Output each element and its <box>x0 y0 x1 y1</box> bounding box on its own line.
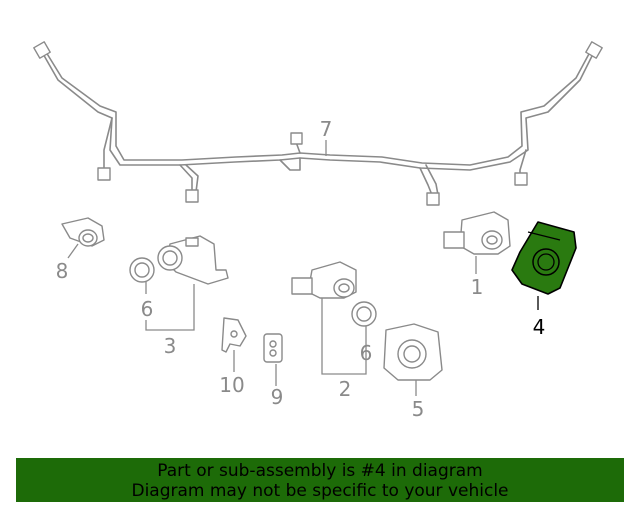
label-part-6-right: 6 <box>360 341 373 365</box>
leader-lines <box>67 140 539 396</box>
label-part-1: 1 <box>471 275 484 299</box>
label-part-10: 10 <box>219 373 244 397</box>
sensor-part-2[interactable] <box>291 261 357 299</box>
sensor-part-3[interactable] <box>157 235 229 285</box>
label-part-7: 7 <box>320 117 333 141</box>
grommet-part-6-right[interactable] <box>351 301 377 327</box>
clip-part-10[interactable] <box>221 317 247 353</box>
clip-part-9[interactable] <box>263 333 283 363</box>
label-part-4: 4 <box>533 315 546 339</box>
wire-harness-part-7[interactable] <box>33 41 603 206</box>
label-part-5: 5 <box>412 397 425 421</box>
label-part-2: 2 <box>339 377 352 401</box>
banner-line-2: Diagram may not be specific to your vehi… <box>131 481 509 501</box>
retainer-part-4-highlighted[interactable] <box>511 221 577 295</box>
label-part-9: 9 <box>271 385 284 409</box>
label-part-6-left: 6 <box>141 297 154 321</box>
banner-line-1: Part or sub-assembly is #4 in diagram <box>157 461 483 481</box>
part-labels: 7 8 6 3 10 9 2 6 5 1 4 <box>56 117 546 421</box>
label-part-8: 8 <box>56 259 69 283</box>
bracket-part-8[interactable] <box>61 217 105 247</box>
label-part-3: 3 <box>164 334 177 358</box>
sensor-part-1[interactable] <box>443 211 511 255</box>
info-banner: Part or sub-assembly is #4 in diagram Di… <box>16 458 624 502</box>
grommet-part-6-left[interactable] <box>129 257 155 283</box>
sensor-holder-part-5[interactable] <box>383 323 443 381</box>
